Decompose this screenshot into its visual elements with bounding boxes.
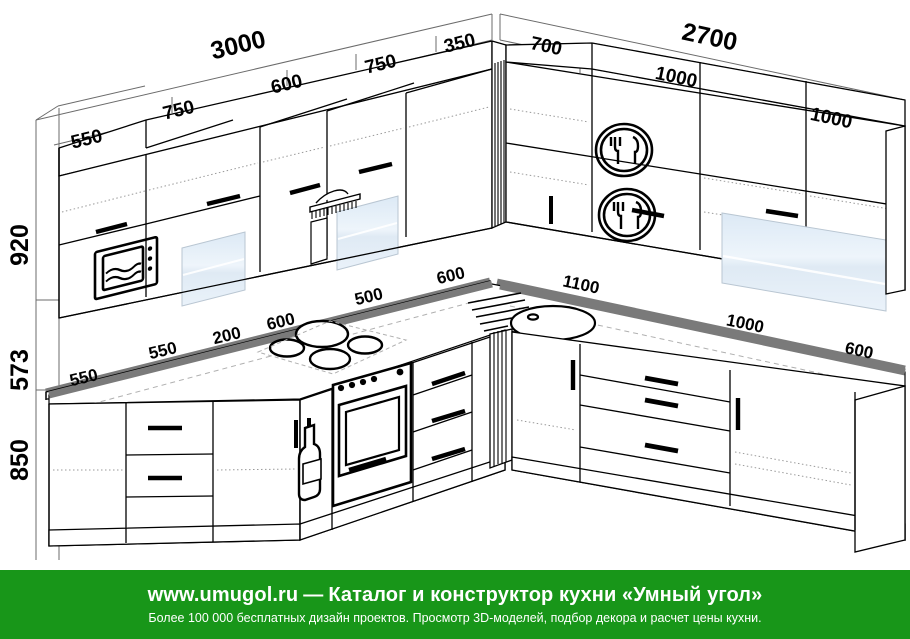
corner-post-base bbox=[489, 328, 513, 469]
dim-height-backsplash: 573 bbox=[6, 349, 34, 391]
glass-door-panel bbox=[181, 231, 246, 307]
upper-cabinets-right-wall bbox=[505, 42, 906, 312]
microwave-icon bbox=[93, 235, 159, 301]
upper-cabinets-left-wall bbox=[58, 40, 493, 319]
countertop bbox=[45, 277, 906, 405]
glass-door-panel-2 bbox=[336, 195, 399, 271]
cabinet-handle bbox=[644, 375, 679, 454]
bottle-icon bbox=[297, 423, 322, 502]
extractor-hood-icon bbox=[309, 189, 361, 265]
banner-dash: — bbox=[303, 584, 324, 606]
banner-subline: Более 100 000 бесплатных дизайн проектов… bbox=[148, 611, 762, 625]
cabinet-handle-vertical bbox=[570, 360, 741, 430]
oven-icon bbox=[331, 361, 413, 508]
fork-knife-icon bbox=[594, 122, 654, 178]
banner-headline: www.umugol.ru—Каталог и конструктор кухн… bbox=[148, 584, 763, 607]
cooktop-icon bbox=[268, 319, 384, 371]
base-cabinets-left-wall bbox=[48, 331, 506, 547]
corner-post-upper bbox=[491, 40, 507, 229]
banner-site[interactable]: www.umugol.ru bbox=[147, 584, 299, 606]
fork-knife-icon bbox=[597, 187, 657, 243]
dim-height-upper: 920 bbox=[6, 224, 34, 266]
dim-wall-left-total: 3000 bbox=[208, 25, 269, 65]
dim-height-base: 850 bbox=[6, 439, 34, 481]
promo-banner: www.umugol.ru—Каталог и конструктор кухн… bbox=[0, 570, 910, 639]
dim-wall-right-total: 2700 bbox=[680, 18, 740, 57]
sink-icon bbox=[467, 292, 597, 342]
banner-headline-text: Каталог и конструктор кухни «Умный угол» bbox=[328, 584, 763, 606]
base-cabinets-right-wall bbox=[511, 331, 906, 553]
